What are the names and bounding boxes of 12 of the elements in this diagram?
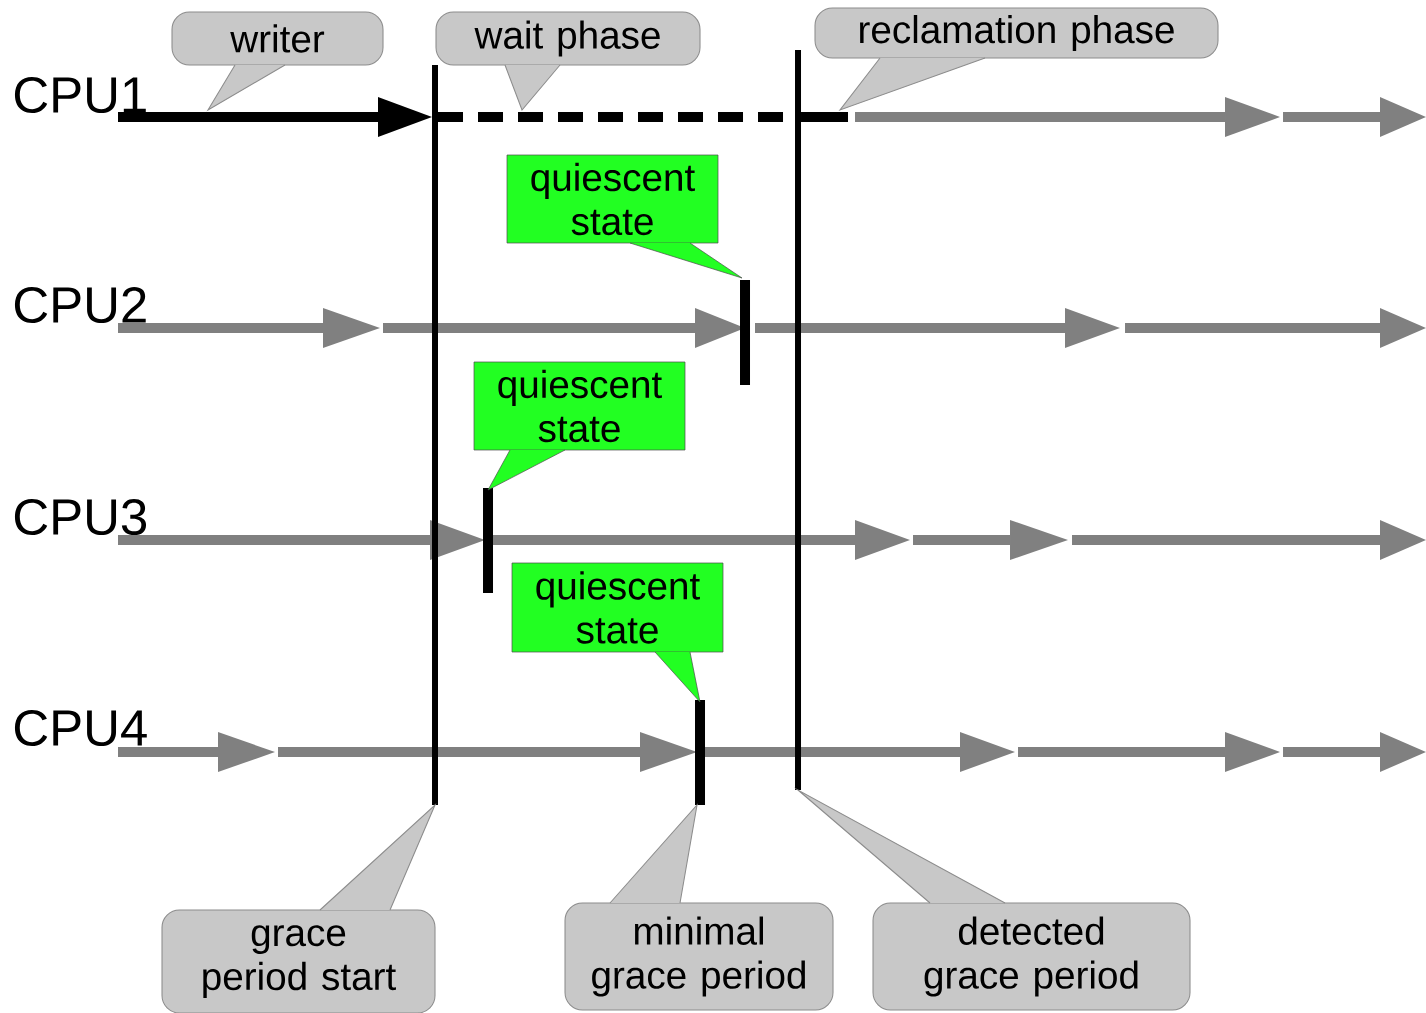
speech-bubble: reclamation phase xyxy=(814,7,1219,112)
speech-bubble: quiescent state xyxy=(511,562,724,703)
cpu-label: CPU1 xyxy=(14,76,146,114)
speech-bubble: wait phase xyxy=(435,11,701,112)
speech-bubble: writer xyxy=(171,11,384,112)
speech-bubble: grace period start xyxy=(161,803,437,1013)
speech-bubble: quiescent state xyxy=(473,361,686,491)
cpu-label: CPU2 xyxy=(14,286,146,324)
speech-bubble: minimal grace period xyxy=(564,803,834,1011)
cpu-label: CPU3 xyxy=(14,498,147,536)
speech-bubble: quiescent state xyxy=(506,154,743,279)
cpu-label: CPU4 xyxy=(14,709,147,747)
